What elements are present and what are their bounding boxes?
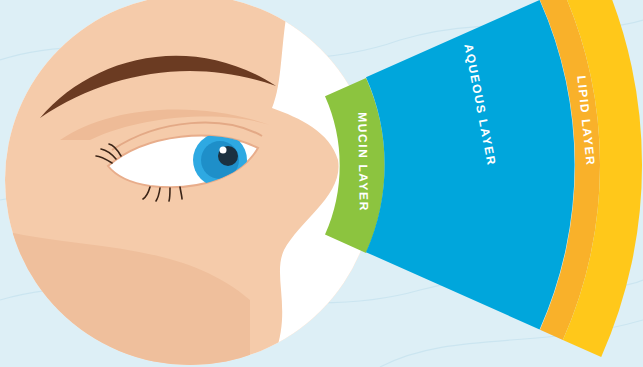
eyebrow <box>40 56 276 118</box>
eyelashes <box>96 144 182 201</box>
tear-film-layer: LIPID LAYER <box>540 0 642 357</box>
layer-label: MUCIN LAYER <box>356 112 370 212</box>
tear-film-layer: AQUEOUS LAYER <box>366 0 575 329</box>
band-fill <box>366 0 575 329</box>
face <box>0 0 380 367</box>
layer-band <box>540 0 642 357</box>
layer-band <box>325 78 385 253</box>
tear-film-layer: MUCIN LAYER <box>325 78 385 253</box>
band-fill <box>325 78 385 253</box>
band-fill <box>563 0 642 357</box>
